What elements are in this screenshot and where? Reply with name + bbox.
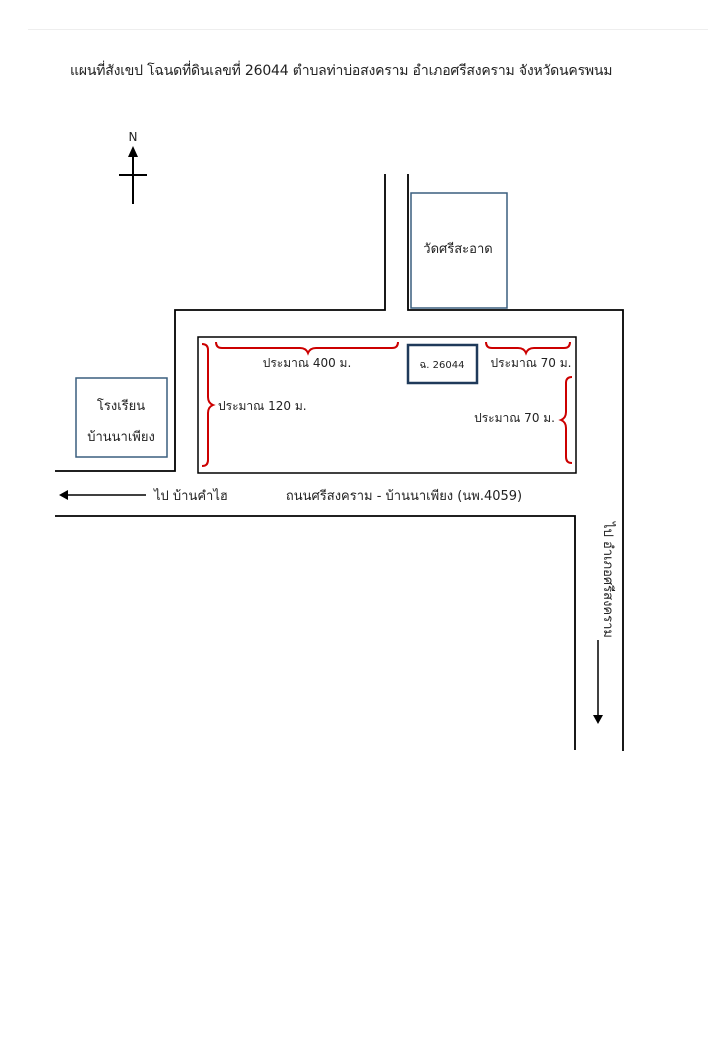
brace-right bbox=[558, 376, 573, 464]
road-left-label: ไป บ้านคำไฮ bbox=[153, 488, 228, 504]
north-arrow-icon bbox=[119, 146, 147, 204]
brace-top-right bbox=[485, 341, 571, 356]
left-arrow-icon bbox=[59, 490, 146, 500]
temple-label: วัดศรีสะอาด bbox=[423, 241, 492, 257]
down-arrow-icon bbox=[593, 640, 603, 724]
dim-right-label: ประมาณ 70 ม. bbox=[474, 411, 555, 425]
parcel-id-label: ฉ. 26044 bbox=[420, 360, 465, 371]
dim-left-label: ประมาณ 120 ม. bbox=[218, 399, 307, 413]
road-south-edge bbox=[55, 515, 576, 750]
road-name-label: ถนนศรีสงคราม - บ้านนาเพียง (นพ.4059) bbox=[286, 488, 522, 504]
brace-top-left bbox=[215, 341, 399, 356]
top-divider bbox=[28, 29, 708, 30]
dim-top-right-label: ประมาณ 70 ม. bbox=[491, 356, 572, 370]
school-label-line1: โรงเรียน bbox=[97, 398, 145, 414]
road-down-label: ไป อำเภอศรีสงคราม bbox=[600, 521, 616, 638]
road-north-left-edge bbox=[55, 174, 386, 472]
temple-box bbox=[410, 192, 508, 309]
dim-top-left-label: ประมาณ 400 ม. bbox=[263, 356, 352, 370]
page-title: แผนที่สังเขป โฉนดที่ดินเลขที่ 26044 ตำบล… bbox=[70, 63, 613, 79]
school-box bbox=[75, 377, 168, 458]
road-lines bbox=[55, 174, 624, 751]
parcel-id-box bbox=[406, 343, 479, 385]
land-parcel-outline bbox=[197, 336, 577, 474]
school-label-line2: บ้านนาเพียง bbox=[87, 429, 155, 445]
brace-left bbox=[201, 343, 216, 467]
road-north-right-edge bbox=[407, 174, 624, 751]
north-label: N bbox=[129, 130, 138, 144]
